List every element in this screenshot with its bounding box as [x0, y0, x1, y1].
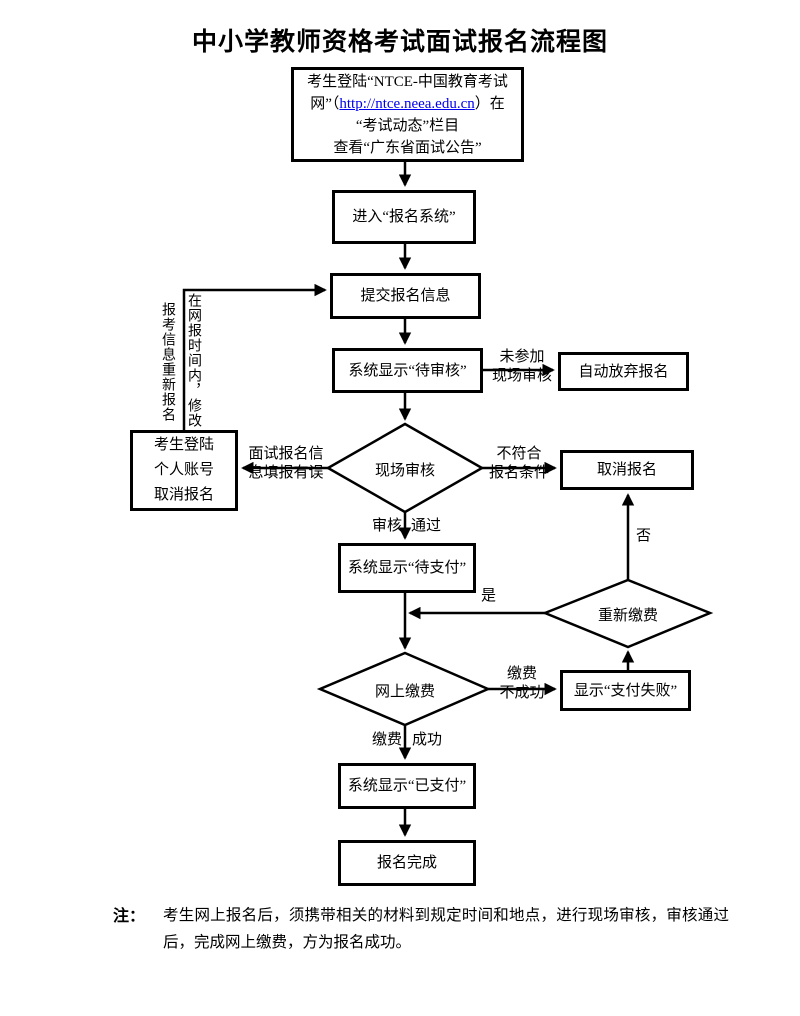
edge-label-info-error: 面试报名信 息填报有误 — [248, 446, 324, 481]
edge-label-not-attend: 未参加 现场审核 — [491, 349, 552, 384]
decision-repay-shape — [541, 578, 714, 649]
node-pending-review: 系统显示“待审核” — [332, 348, 483, 393]
node-complete: 报名完成 — [338, 840, 476, 886]
decision-onsite-review-shape — [325, 422, 485, 514]
decision-onsite-review-label: 现场审核 — [374, 463, 435, 479]
login-line2: 网”（http://ntce.neea.edu.cn）在 — [310, 95, 505, 112]
edge-label-success: 成功 — [412, 732, 443, 748]
login-line1: 考生登陆“NTCE-中国教育考试 — [307, 73, 508, 90]
edge-label-pay-fail: 缴费 不成功 — [499, 666, 545, 701]
note-label: 注： — [113, 908, 146, 925]
node-payment-failed: 显示“支付失败” — [560, 670, 691, 711]
decision-online-payment-shape — [316, 651, 492, 727]
node-cancel-registration: 取消报名 — [560, 450, 694, 490]
decision-online-payment-label: 网上缴费 — [374, 684, 435, 700]
decision-repay-label: 重新缴费 — [597, 608, 658, 624]
node-candidate-cancel: 考生登陆 个人账号 取消报名 — [130, 430, 238, 511]
node-pending-payment: 系统显示“待支付” — [338, 543, 476, 593]
node-login: 考生登陆“NTCE-中国教育考试 网”（http://ntce.neea.edu… — [291, 67, 524, 162]
login-line4: 查看“广东省面试公告” — [333, 139, 482, 156]
edge-label-pass: 通过 — [411, 518, 442, 534]
ntce-link[interactable]: http://ntce.neea.edu.cn — [339, 95, 475, 112]
node-enter-system: 进入“报名系统” — [332, 190, 476, 244]
edge-label-no: 否 — [636, 528, 652, 544]
arrow-candidate-cancel-to-submit — [182, 283, 327, 430]
node-submit-info: 提交报名信息 — [330, 273, 481, 319]
node-auto-abandon: 自动放弃报名 — [558, 352, 689, 391]
page-title: 中小学教师资格考试面试报名流程图 — [191, 29, 608, 56]
edge-label-not-qualified: 不符合 报名条件 — [488, 446, 549, 481]
edge-label-yes: 是 — [481, 588, 497, 604]
edge-label-reregister: 报考信息重新报名 — [160, 302, 175, 422]
note-text: 考生网上报名后，须携带相关的材料到规定时间和地点，进行现场审核，审核通过后，完成… — [163, 907, 729, 951]
edge-label-modify-in-time: 在网报时间内，修改 — [186, 293, 201, 428]
node-paid: 系统显示“已支付” — [338, 763, 476, 809]
edge-label-pay: 缴费 — [371, 732, 402, 748]
edge-label-review: 审核 — [371, 518, 402, 534]
login-line3: “考试动态”栏目 — [355, 117, 460, 134]
